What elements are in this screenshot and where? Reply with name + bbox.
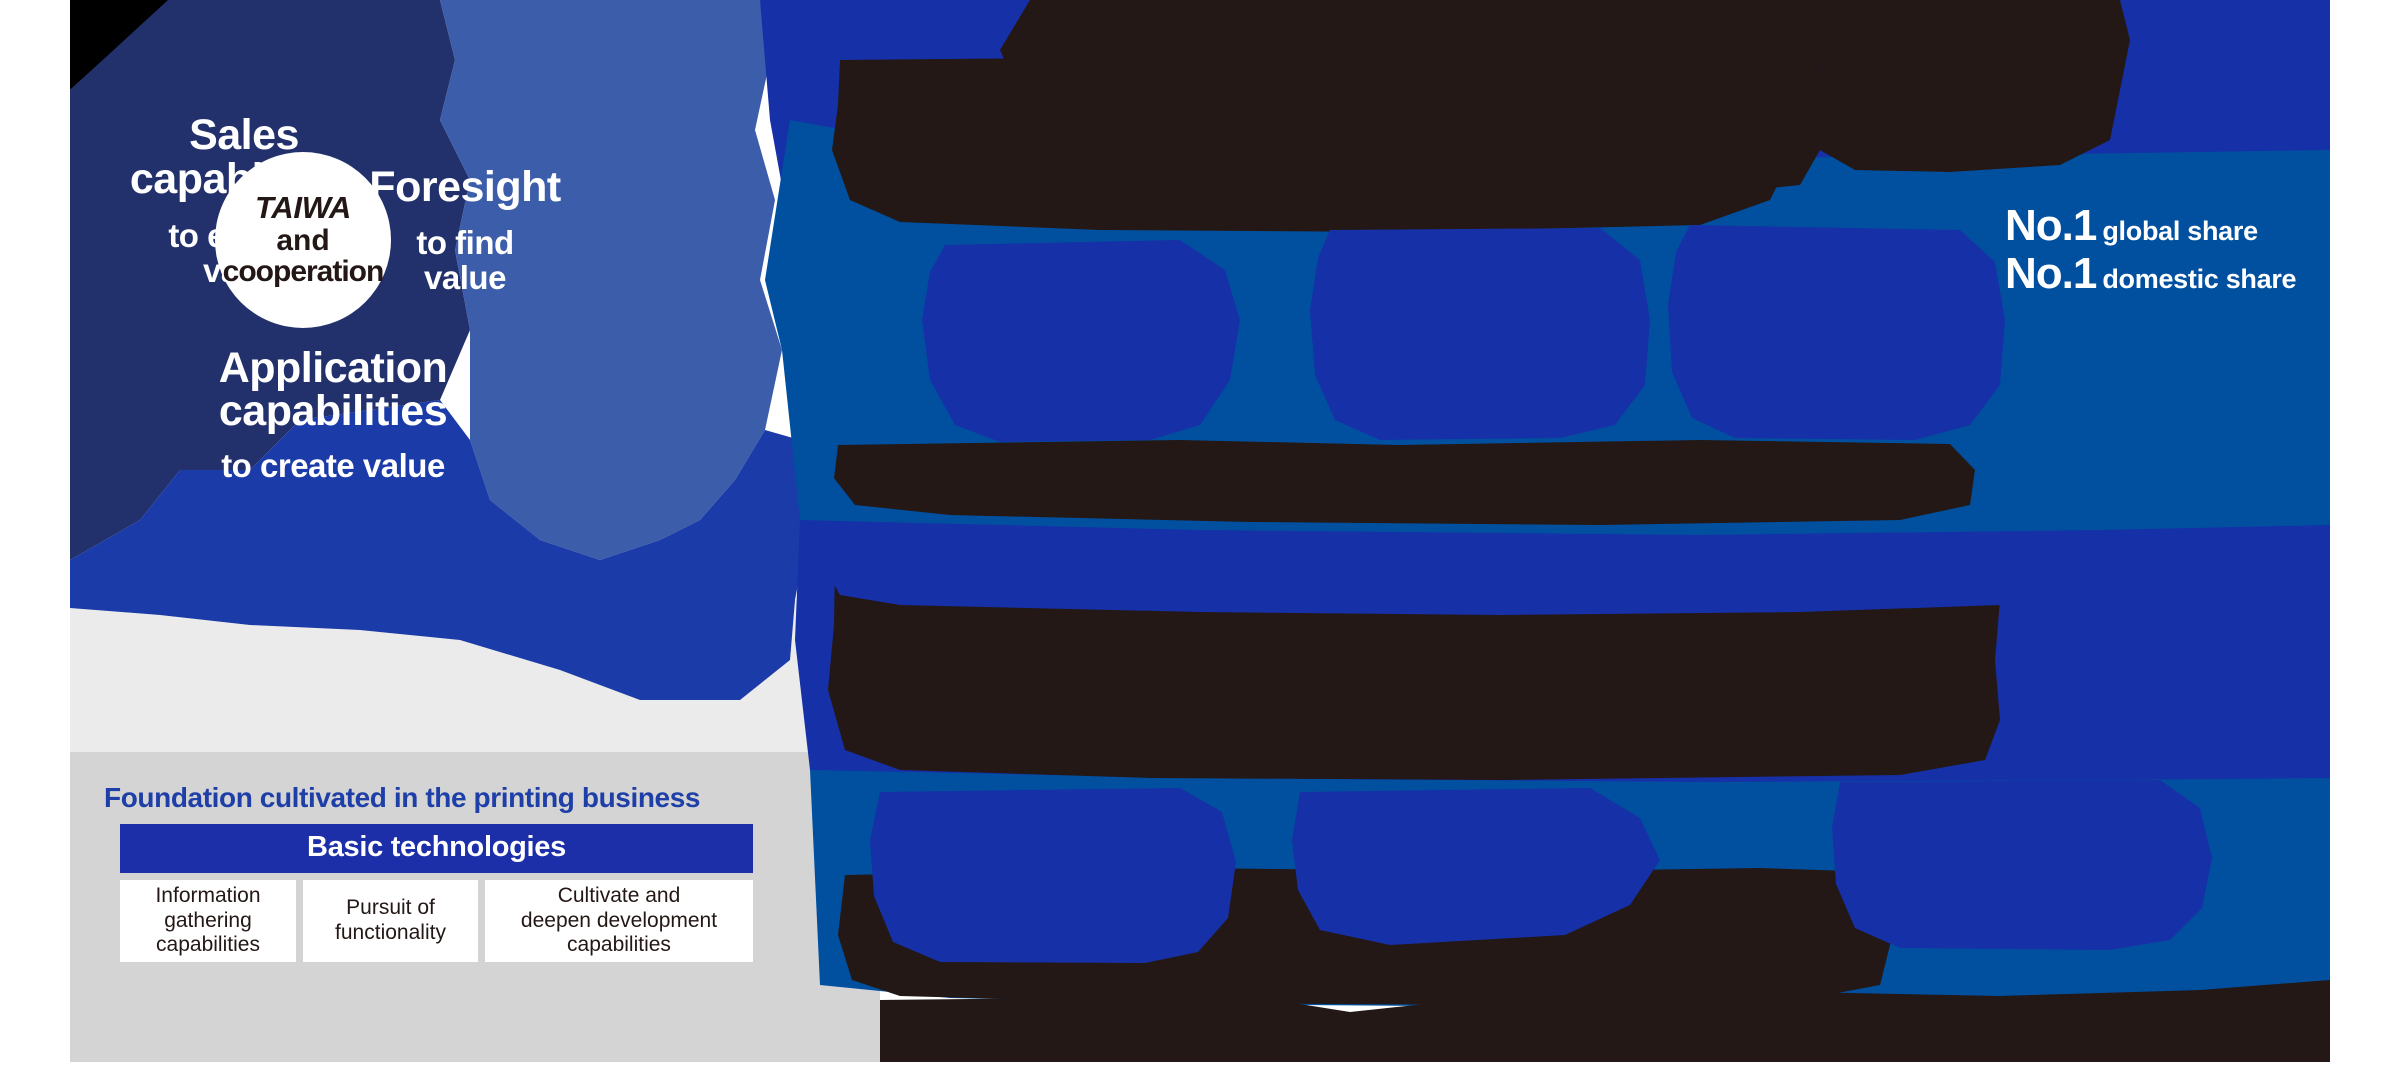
right-white-margin (2332, 0, 2400, 1068)
highlight-label-global: global share (2102, 216, 2258, 246)
redaction-blob-a1 (922, 240, 1240, 442)
application-subtext: to create value (221, 447, 445, 485)
center-circle: TAIWA and cooperation (215, 152, 391, 328)
redaction-blob-a2 (1310, 228, 1650, 440)
redaction-bar-right-top (1820, 0, 2130, 172)
center-line-1: TAIWA (254, 189, 352, 225)
center-line-2: and (276, 223, 330, 257)
tech-card-information-gathering: Information gathering capabilities (120, 880, 296, 962)
foundation-panel: Foundation cultivated in the printing bu… (104, 782, 784, 962)
left-white-margin (0, 0, 70, 1068)
segment-foresight-label: Foresight to find value (330, 148, 600, 313)
redaction-blob-a3 (1668, 225, 2005, 440)
highlight-rank-domestic: No.1 (2005, 249, 2097, 298)
redaction-bar-bottom (880, 980, 2330, 1062)
foundation-title: Foundation cultivated in the printing bu… (104, 782, 701, 813)
redaction-blob-c1 (870, 788, 1236, 963)
highlight-label-domestic: domestic share (2102, 264, 2297, 294)
redaction-stripe-royal (826, 540, 2010, 615)
foresight-heading: Foresight (369, 162, 561, 211)
redaction-blob-c3 (1832, 780, 2212, 950)
technology-cards: Information gathering capabilities Pursu… (120, 880, 753, 962)
segment-application-label: Application capabilities to create value (168, 330, 498, 501)
foresight-subtext: to find value (416, 223, 514, 296)
region-application (70, 400, 810, 700)
tech-card-pursuit-functionality: Pursuit of functionality (303, 880, 478, 962)
highlight-rank-global: No.1 (2005, 201, 2097, 250)
redaction-blob-c2 (1292, 788, 1660, 945)
redaction-bar-2 (832, 52, 1800, 232)
application-heading: Application capabilities (218, 343, 448, 435)
basic-technologies-bar: Basic technologies (120, 824, 753, 873)
region-foresight (440, 0, 782, 560)
tech-card-cultivate-deepen: Cultivate and deepen development capabil… (485, 880, 753, 962)
redaction-bar-5 (834, 440, 1975, 525)
center-line-3: cooperation (222, 255, 385, 289)
